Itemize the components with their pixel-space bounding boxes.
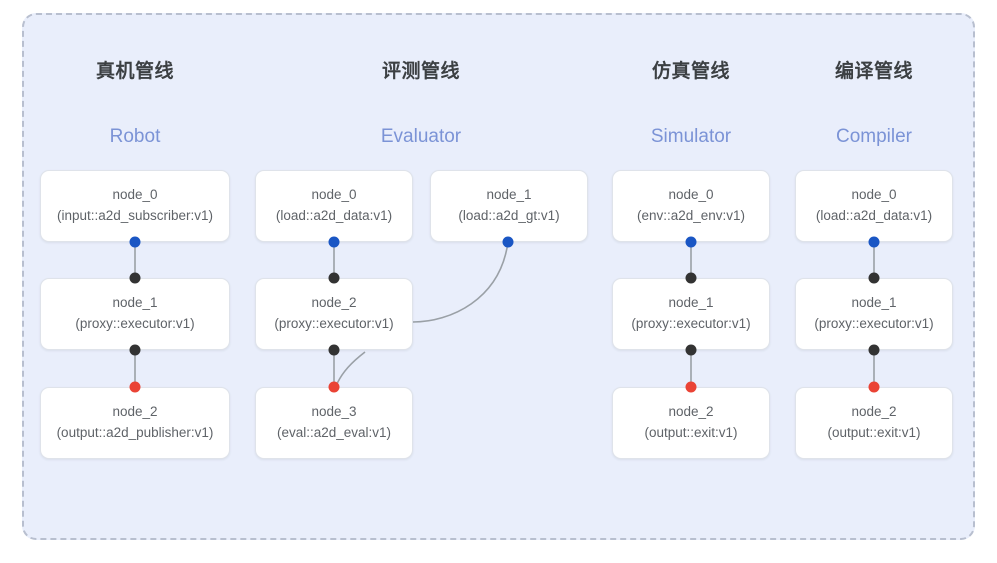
- column-title-cn-robot: 真机管线: [95, 61, 175, 82]
- node-evaluator-node_2[interactable]: node_2 (proxy::executor:v1): [255, 278, 413, 350]
- column-title-en-evaluator: Evaluator: [380, 126, 462, 147]
- port-mid-simulator-node_1-out[interactable]: [685, 344, 697, 356]
- node-simulator-node_0[interactable]: node_0 (env::a2d_env:v1): [612, 170, 770, 242]
- port-output-evaluator-node_3[interactable]: [328, 381, 340, 393]
- port-mid-robot-node_1-out[interactable]: [129, 344, 141, 356]
- port-mid-robot-node_1-in[interactable]: [129, 272, 141, 284]
- node-type: (proxy::executor:v1): [814, 316, 934, 331]
- node-evaluator-node_3[interactable]: node_3 (eval::a2d_eval:v1): [255, 387, 413, 459]
- node-type: (load::a2d_gt:v1): [458, 208, 560, 223]
- port-input-robot-node_0[interactable]: [129, 236, 141, 248]
- column-title-cn-evaluator: 评测管线: [381, 61, 461, 82]
- port-output-compiler-node_2[interactable]: [868, 381, 880, 393]
- port-mid-simulator-node_1-in[interactable]: [685, 272, 697, 284]
- column-title-cn-simulator: 仿真管线: [651, 61, 731, 82]
- column-title-en-robot: Robot: [109, 126, 161, 147]
- node-type: (proxy::executor:v1): [631, 316, 751, 331]
- pipeline-frame: [22, 13, 975, 540]
- node-name: node_2: [311, 295, 357, 311]
- node-robot-node_0[interactable]: node_0 (input::a2d_subscriber:v1): [40, 170, 230, 242]
- port-input-compiler-node_0[interactable]: [868, 236, 880, 248]
- node-type: (proxy::executor:v1): [75, 316, 195, 331]
- port-output-simulator-node_2[interactable]: [685, 381, 697, 393]
- node-compiler-node_0[interactable]: node_0 (load::a2d_data:v1): [795, 170, 953, 242]
- node-name: node_0: [112, 187, 158, 203]
- node-type: (output::exit:v1): [644, 425, 738, 440]
- port-mid-compiler-node_1-out[interactable]: [868, 344, 880, 356]
- port-mid-evaluator-node_2-in[interactable]: [328, 272, 340, 284]
- node-evaluator-node_1[interactable]: node_1 (load::a2d_gt:v1): [430, 170, 588, 242]
- node-type: (output::a2d_publisher:v1): [56, 425, 214, 440]
- port-input-evaluator-node_0[interactable]: [328, 236, 340, 248]
- node-name: node_2: [112, 404, 158, 420]
- node-type: (input::a2d_subscriber:v1): [56, 208, 214, 223]
- port-input-simulator-node_0[interactable]: [685, 236, 697, 248]
- node-name: node_1: [851, 295, 897, 311]
- column-title-cn-compiler: 编译管线: [834, 61, 914, 82]
- node-type: (eval::a2d_eval:v1): [276, 425, 392, 440]
- node-robot-node_2[interactable]: node_2 (output::a2d_publisher:v1): [40, 387, 230, 459]
- node-evaluator-node_0[interactable]: node_0 (load::a2d_data:v1): [255, 170, 413, 242]
- node-compiler-node_2[interactable]: node_2 (output::exit:v1): [795, 387, 953, 459]
- node-name: node_3: [311, 404, 357, 420]
- node-type: (output::exit:v1): [827, 425, 921, 440]
- port-input-evaluator-node_1[interactable]: [502, 236, 514, 248]
- column-title-en-compiler: Compiler: [835, 126, 913, 147]
- node-compiler-node_1[interactable]: node_1 (proxy::executor:v1): [795, 278, 953, 350]
- node-robot-node_1[interactable]: node_1 (proxy::executor:v1): [40, 278, 230, 350]
- node-type: (load::a2d_data:v1): [815, 208, 933, 223]
- port-output-robot-node_2[interactable]: [129, 381, 141, 393]
- node-name: node_2: [668, 404, 714, 420]
- node-name: node_1: [486, 187, 532, 203]
- node-name: node_0: [668, 187, 714, 203]
- node-type: (env::a2d_env:v1): [636, 208, 746, 223]
- node-name: node_0: [851, 187, 897, 203]
- node-name: node_1: [668, 295, 714, 311]
- column-title-en-simulator: Simulator: [650, 126, 732, 147]
- node-name: node_0: [311, 187, 357, 203]
- node-name: node_1: [112, 295, 158, 311]
- port-mid-evaluator-node_2-out[interactable]: [328, 344, 340, 356]
- node-type: (proxy::executor:v1): [274, 316, 394, 331]
- node-simulator-node_1[interactable]: node_1 (proxy::executor:v1): [612, 278, 770, 350]
- node-type: (load::a2d_data:v1): [275, 208, 393, 223]
- port-mid-compiler-node_1-in[interactable]: [868, 272, 880, 284]
- node-name: node_2: [851, 404, 897, 420]
- node-simulator-node_2[interactable]: node_2 (output::exit:v1): [612, 387, 770, 459]
